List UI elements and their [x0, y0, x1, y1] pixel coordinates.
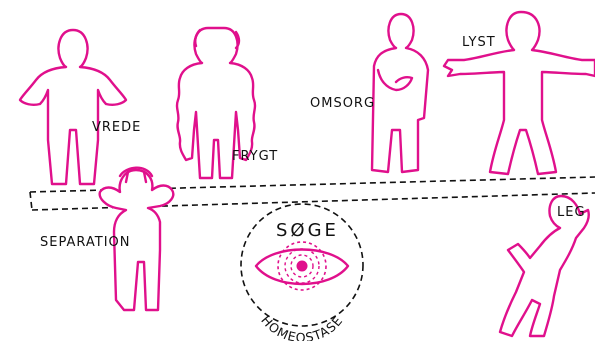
target-icon [285, 249, 319, 283]
label-soege: SØGE [276, 220, 339, 241]
label-leg: LEG [557, 205, 586, 220]
label-vrede: VREDE [92, 120, 141, 135]
label-lyst: LYST [462, 35, 496, 50]
label-homeostase: HOMEOSTASE [258, 313, 345, 341]
vrede-figure [20, 30, 126, 184]
omsorg-figure [372, 14, 428, 172]
label-omsorg: OMSORG [310, 96, 375, 111]
label-frygt: FRYGT [232, 149, 278, 164]
label-separation: SEPARATION [40, 235, 131, 250]
